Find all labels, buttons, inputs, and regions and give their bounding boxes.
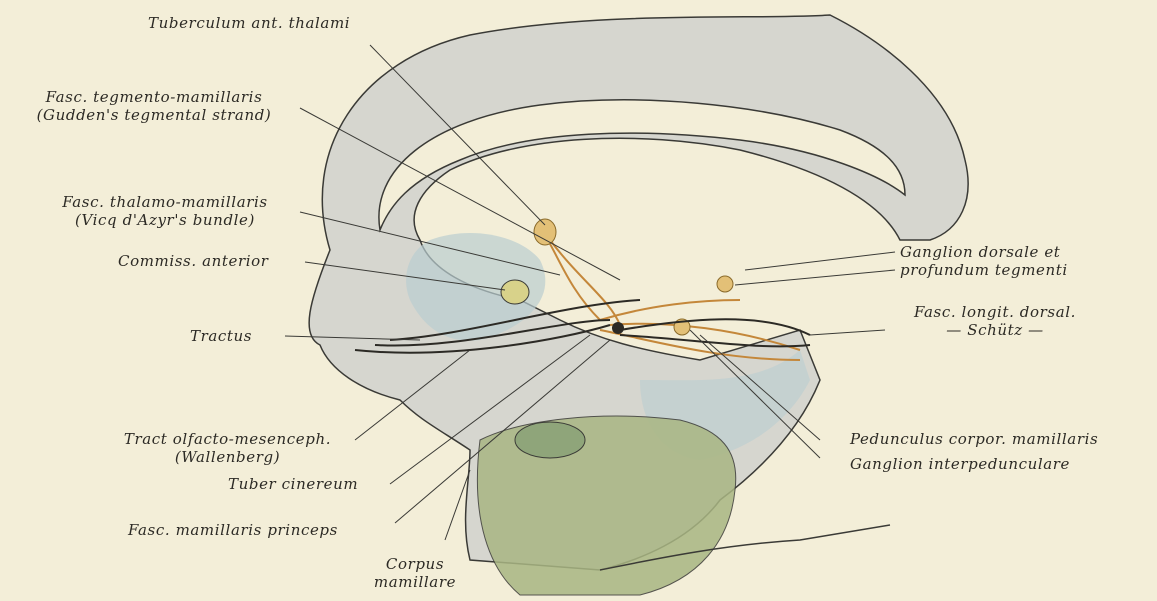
label-tractus: Tractus bbox=[190, 327, 252, 345]
label-corpus-line1: Corpus bbox=[360, 555, 470, 573]
label-fasc-tegmento-line1: Fasc. tegmento-mamillaris bbox=[8, 88, 300, 106]
label-fasc-longit-line2: — Schütz — bbox=[895, 321, 1095, 339]
label-commiss: Commiss. anterior bbox=[118, 252, 269, 270]
label-ganglion-dorsale-line2: profundum tegmenti bbox=[900, 261, 1068, 279]
label-fasc-mamillaris: Fasc. mamillaris princeps bbox=[128, 521, 338, 539]
label-fasc-thalamo-line1: Fasc. thalamo-mamillaris bbox=[30, 193, 300, 211]
label-fasc-thalamo-line2: (Vicq d'Azyr's bundle) bbox=[30, 211, 300, 229]
label-corpus-line2: mamillare bbox=[360, 573, 470, 591]
label-ganglion-dorsale: Ganglion dorsale et profundum tegmenti bbox=[900, 243, 1068, 279]
label-tract-olfacto-line1: Tract olfacto-mesenceph. bbox=[100, 430, 355, 448]
label-ganglion-dorsale-line1: Ganglion dorsale et bbox=[900, 243, 1068, 261]
commissure-oval bbox=[501, 280, 529, 304]
label-fasc-longit-line1: Fasc. longit. dorsal. bbox=[895, 303, 1095, 321]
label-fasc-tegmento: Fasc. tegmento-mamillaris (Gudden's tegm… bbox=[8, 88, 300, 124]
label-tuberculum: Tuberculum ant. thalami bbox=[148, 14, 350, 32]
label-fasc-tegmento-line2: (Gudden's tegmental strand) bbox=[8, 106, 300, 124]
green-inner-oval bbox=[515, 422, 585, 458]
label-tract-olfacto: Tract olfacto-mesenceph. (Wallenberg) bbox=[100, 430, 355, 466]
ganglion-dorsale-node bbox=[717, 276, 733, 292]
tuberculum-nucleus bbox=[534, 219, 556, 245]
mamillary-node bbox=[612, 322, 624, 334]
label-tuber-cinereum: Tuber cinereum bbox=[228, 475, 358, 493]
label-fasc-longit: Fasc. longit. dorsal. — Schütz — bbox=[895, 303, 1095, 339]
label-fasc-thalamo: Fasc. thalamo-mamillaris (Vicq d'Azyr's … bbox=[30, 193, 300, 229]
label-tract-olfacto-line2: (Wallenberg) bbox=[100, 448, 355, 466]
label-ganglion-inter: Ganglion interpedunculare bbox=[850, 455, 1070, 473]
label-pedunculus: Pedunculus corpor. mamillaris bbox=[850, 430, 1098, 448]
label-corpus-mamillare: Corpus mamillare bbox=[360, 555, 470, 591]
